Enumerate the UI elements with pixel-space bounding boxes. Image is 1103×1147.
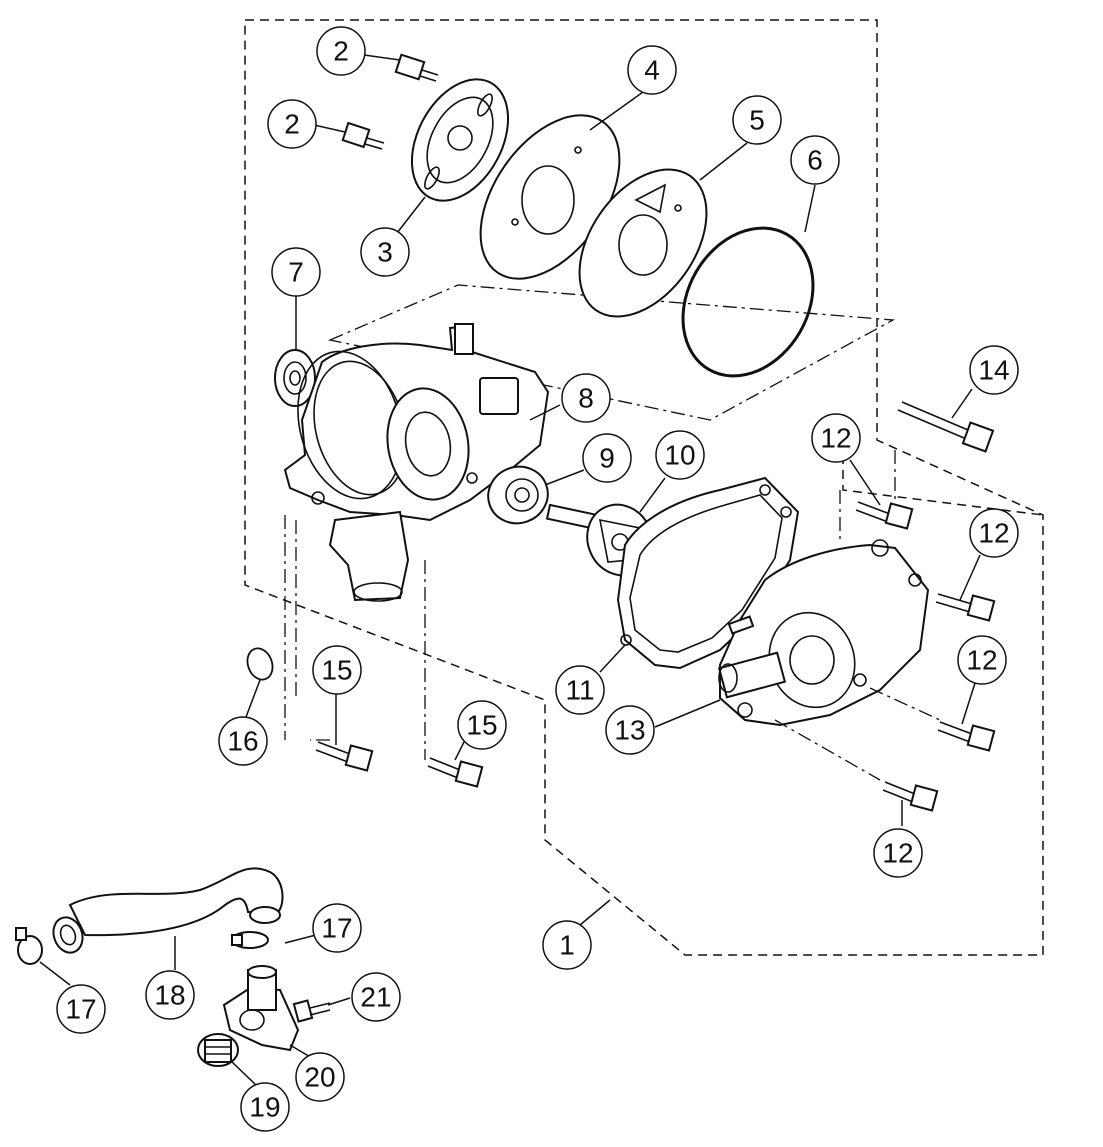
small-o-ring [246, 647, 274, 681]
callout-9: 9 [582, 433, 632, 483]
callout-label: 17 [321, 913, 352, 944]
callout-label: 2 [333, 36, 349, 67]
bolt-15-left [315, 741, 374, 772]
callout-label: 15 [466, 710, 497, 741]
callout-label: 16 [227, 726, 258, 757]
callout-label: 12 [978, 518, 1009, 549]
callout-label: 20 [304, 1062, 335, 1093]
callout-21: 21 [351, 972, 401, 1022]
callout-7: 7 [271, 247, 321, 297]
gasket [616, 476, 800, 670]
callout-4: 4 [627, 45, 677, 95]
alignment-line-upper [327, 284, 896, 421]
callout-label: 5 [749, 105, 765, 136]
callout-label: 12 [820, 423, 851, 454]
callout-3: 3 [360, 227, 410, 277]
callout-label: 12 [882, 838, 913, 869]
callout-1: 1 [542, 920, 592, 970]
bolt-12-bottom [882, 781, 939, 812]
cover-plate [578, 168, 708, 318]
callout-label: 14 [978, 355, 1009, 386]
bolt-12-right [935, 593, 996, 622]
callout-label: 6 [807, 145, 823, 176]
callout-12a: 12 [811, 413, 861, 463]
callout-label: 8 [578, 383, 594, 414]
bolt-15-right [427, 757, 484, 788]
callout-8: 8 [561, 373, 611, 423]
callout-11: 11 [555, 665, 605, 715]
callout-2b: 2 [267, 99, 317, 149]
callout-label: 12 [966, 645, 997, 676]
assembly-boundary-inner [842, 440, 1044, 516]
callout-label: 9 [599, 443, 615, 474]
leader-lines [39, 54, 981, 1086]
bolt-12-mid [937, 721, 996, 752]
callout-label: 3 [377, 237, 393, 268]
callout-12b: 12 [969, 508, 1019, 558]
callout-15b: 15 [457, 700, 507, 750]
callout-label: 19 [249, 1092, 280, 1123]
callout-label: 11 [565, 675, 594, 706]
callout-label: 18 [154, 980, 185, 1011]
callout-14: 14 [969, 345, 1019, 395]
o-ring [681, 226, 815, 378]
coolant-hose [52, 867, 284, 954]
seal-holder [410, 78, 510, 202]
callout-label: 4 [644, 55, 660, 86]
callout-12d: 12 [873, 828, 923, 878]
small-bolt [292, 999, 331, 1023]
callout-16: 16 [218, 716, 268, 766]
bearing-left [274, 349, 316, 407]
thermostat [197, 1033, 239, 1067]
hose-clamp-right [231, 931, 269, 949]
bolt-upper-1 [394, 53, 439, 82]
callout-label: 7 [288, 257, 304, 288]
callout-13: 13 [605, 705, 655, 755]
callout-6: 6 [790, 135, 840, 185]
callout-label: 10 [664, 440, 695, 471]
callout-20: 20 [295, 1052, 345, 1102]
callout-label: 1 [559, 930, 575, 961]
callout-18: 18 [145, 970, 195, 1020]
assembly-boundary-upper [244, 19, 1044, 956]
callout-label: 13 [614, 715, 645, 746]
bolt-upper-2 [341, 121, 385, 150]
callout-label: 2 [284, 109, 300, 140]
callout-12c: 12 [957, 635, 1007, 685]
callout-15a: 15 [312, 645, 362, 695]
bolt-long [897, 401, 995, 453]
pump-cover [717, 539, 930, 727]
callout-10: 10 [655, 430, 705, 480]
thermostat-housing [222, 965, 300, 1052]
callout-label: 15 [321, 655, 352, 686]
pump-housing [283, 323, 550, 602]
callout-19: 19 [240, 1082, 290, 1132]
callout-17b: 17 [312, 903, 362, 953]
callout-label: 17 [65, 994, 96, 1025]
callout-17a: 17 [56, 984, 106, 1034]
hose-clamp-left [15, 927, 43, 965]
callout-label: 21 [360, 982, 391, 1013]
bolt-12-top [855, 501, 914, 530]
callout-2a: 2 [316, 26, 366, 76]
alignment-lines-lower [284, 450, 941, 781]
callout-5: 5 [732, 95, 782, 145]
